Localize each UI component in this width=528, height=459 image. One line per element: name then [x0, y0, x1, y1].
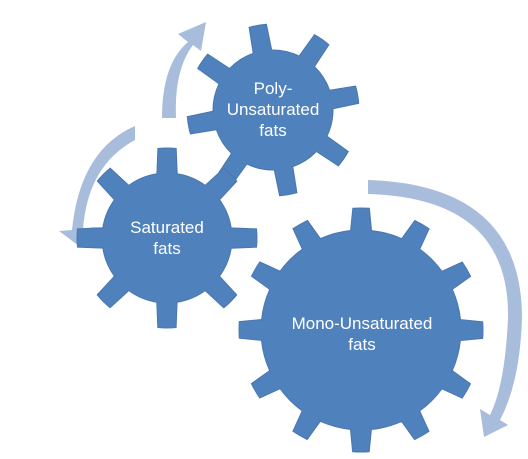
gear-label-line: Unsaturated: [226, 100, 320, 119]
gear-label-saturated: Saturated fats: [107, 217, 227, 259]
gear-label-line: Saturated: [130, 218, 204, 237]
gear-label-line: fats: [153, 239, 181, 258]
gear-label-line: Poly-: [253, 79, 293, 98]
gear-monounsaturated-icon: [238, 207, 484, 453]
cycle-arrow-top-icon: [162, 22, 206, 118]
gear-saturated-icon: [76, 147, 258, 329]
cycle-arrow-left-icon: [59, 126, 135, 246]
gear-label-line: Mono-Unsaturated: [291, 314, 433, 333]
gear-label-polyunsaturated: Poly- Unsaturated fats: [213, 78, 333, 141]
gear-label-line: fats: [259, 121, 287, 140]
gear-polyunsaturated-icon: [186, 23, 360, 197]
gear-label-line: fats: [348, 335, 376, 354]
gear-label-monounsaturated: Mono-Unsaturated fats: [272, 313, 452, 355]
